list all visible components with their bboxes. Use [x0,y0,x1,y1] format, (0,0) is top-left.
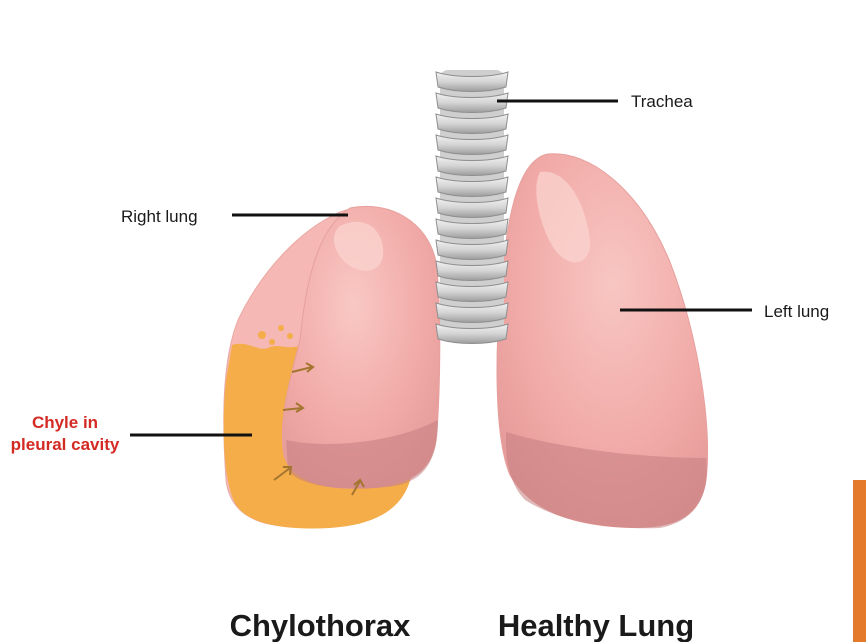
chylothorax-caption: Chylothorax [230,608,412,642]
chyle-droplet [287,333,293,339]
edge-decoration [853,480,866,642]
chyle-droplet [278,325,284,331]
left-lung [497,154,707,529]
chyle-droplet [258,331,266,339]
chyle-label-line1: Chyle in [32,413,98,432]
right-lung [224,206,440,528]
healthy-lung-caption: Healthy Lung [498,608,694,642]
left-lung-label: Left lung [764,302,829,321]
chyle-label-line2: pleural cavity [11,435,120,454]
chyle-droplet [269,339,275,345]
trachea [436,70,508,344]
trachea-label: Trachea [631,92,693,111]
right-lung-label: Right lung [121,207,198,226]
